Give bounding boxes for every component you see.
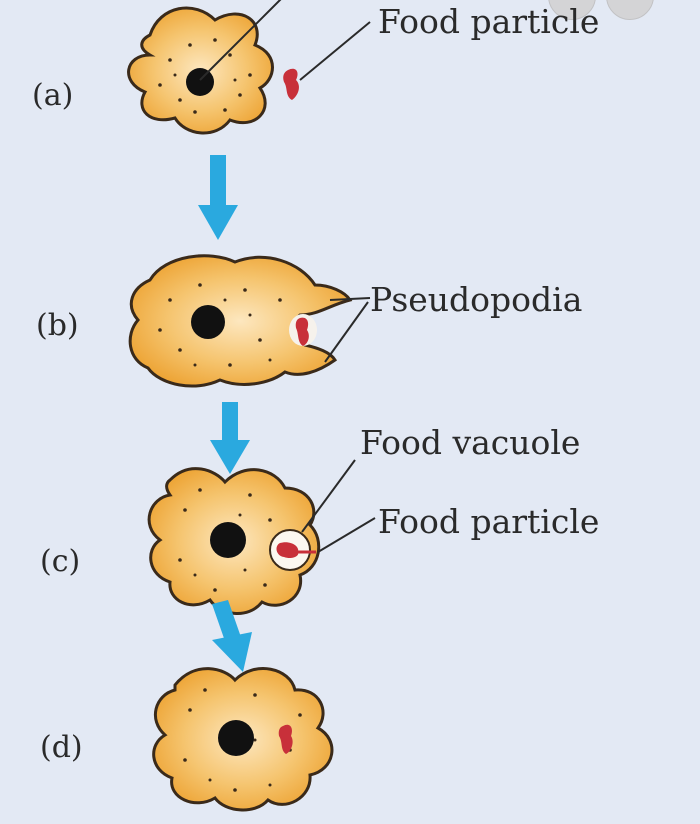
- leader-line-b-top: [329, 297, 371, 301]
- leader-line-c-vacuole: [301, 459, 356, 533]
- nucleus-c: [210, 522, 246, 558]
- step-label-b: (b): [36, 308, 79, 343]
- cytoplasm-dots-d: [183, 688, 302, 792]
- nucleus-b: [191, 305, 225, 339]
- step-label-a: (a): [32, 78, 74, 113]
- food-particle-c: [276, 542, 299, 559]
- cytoplasm-dots-a: [158, 38, 252, 114]
- cytoplasm-dots-c: [178, 488, 272, 592]
- step-label-c: (c): [40, 544, 81, 579]
- leader-line-a-nucleus: [199, 0, 282, 81]
- food-particle-d: [278, 724, 293, 754]
- amoeba-cell-a: [127, 6, 274, 135]
- food-particle-a: [283, 68, 299, 100]
- nucleus-a: [186, 68, 214, 96]
- step-label-d: (d): [40, 730, 83, 765]
- leader-line-c-food: [317, 517, 376, 553]
- cytoplasm-dots-b: [158, 283, 282, 367]
- callout-food-particle-a: Food particle: [378, 2, 600, 41]
- food-particle-b: [295, 317, 309, 346]
- amoeba-cell-b: [128, 254, 353, 388]
- arrow-c-to-d: [212, 600, 252, 672]
- leader-line-a-food: [299, 21, 371, 81]
- callout-food-particle-c: Food particle: [378, 502, 600, 541]
- arrow-b-to-c: [210, 402, 250, 474]
- amoeba-cell-d: [152, 667, 334, 812]
- amoeba-cell-c: [147, 467, 321, 616]
- callout-pseudopodia: Pseudopodia: [370, 280, 583, 319]
- nucleus-d: [218, 720, 254, 756]
- callout-food-vacuole: Food vacuole: [360, 423, 581, 462]
- leader-line-b-bottom: [324, 301, 369, 363]
- arrow-a-to-b: [198, 155, 238, 240]
